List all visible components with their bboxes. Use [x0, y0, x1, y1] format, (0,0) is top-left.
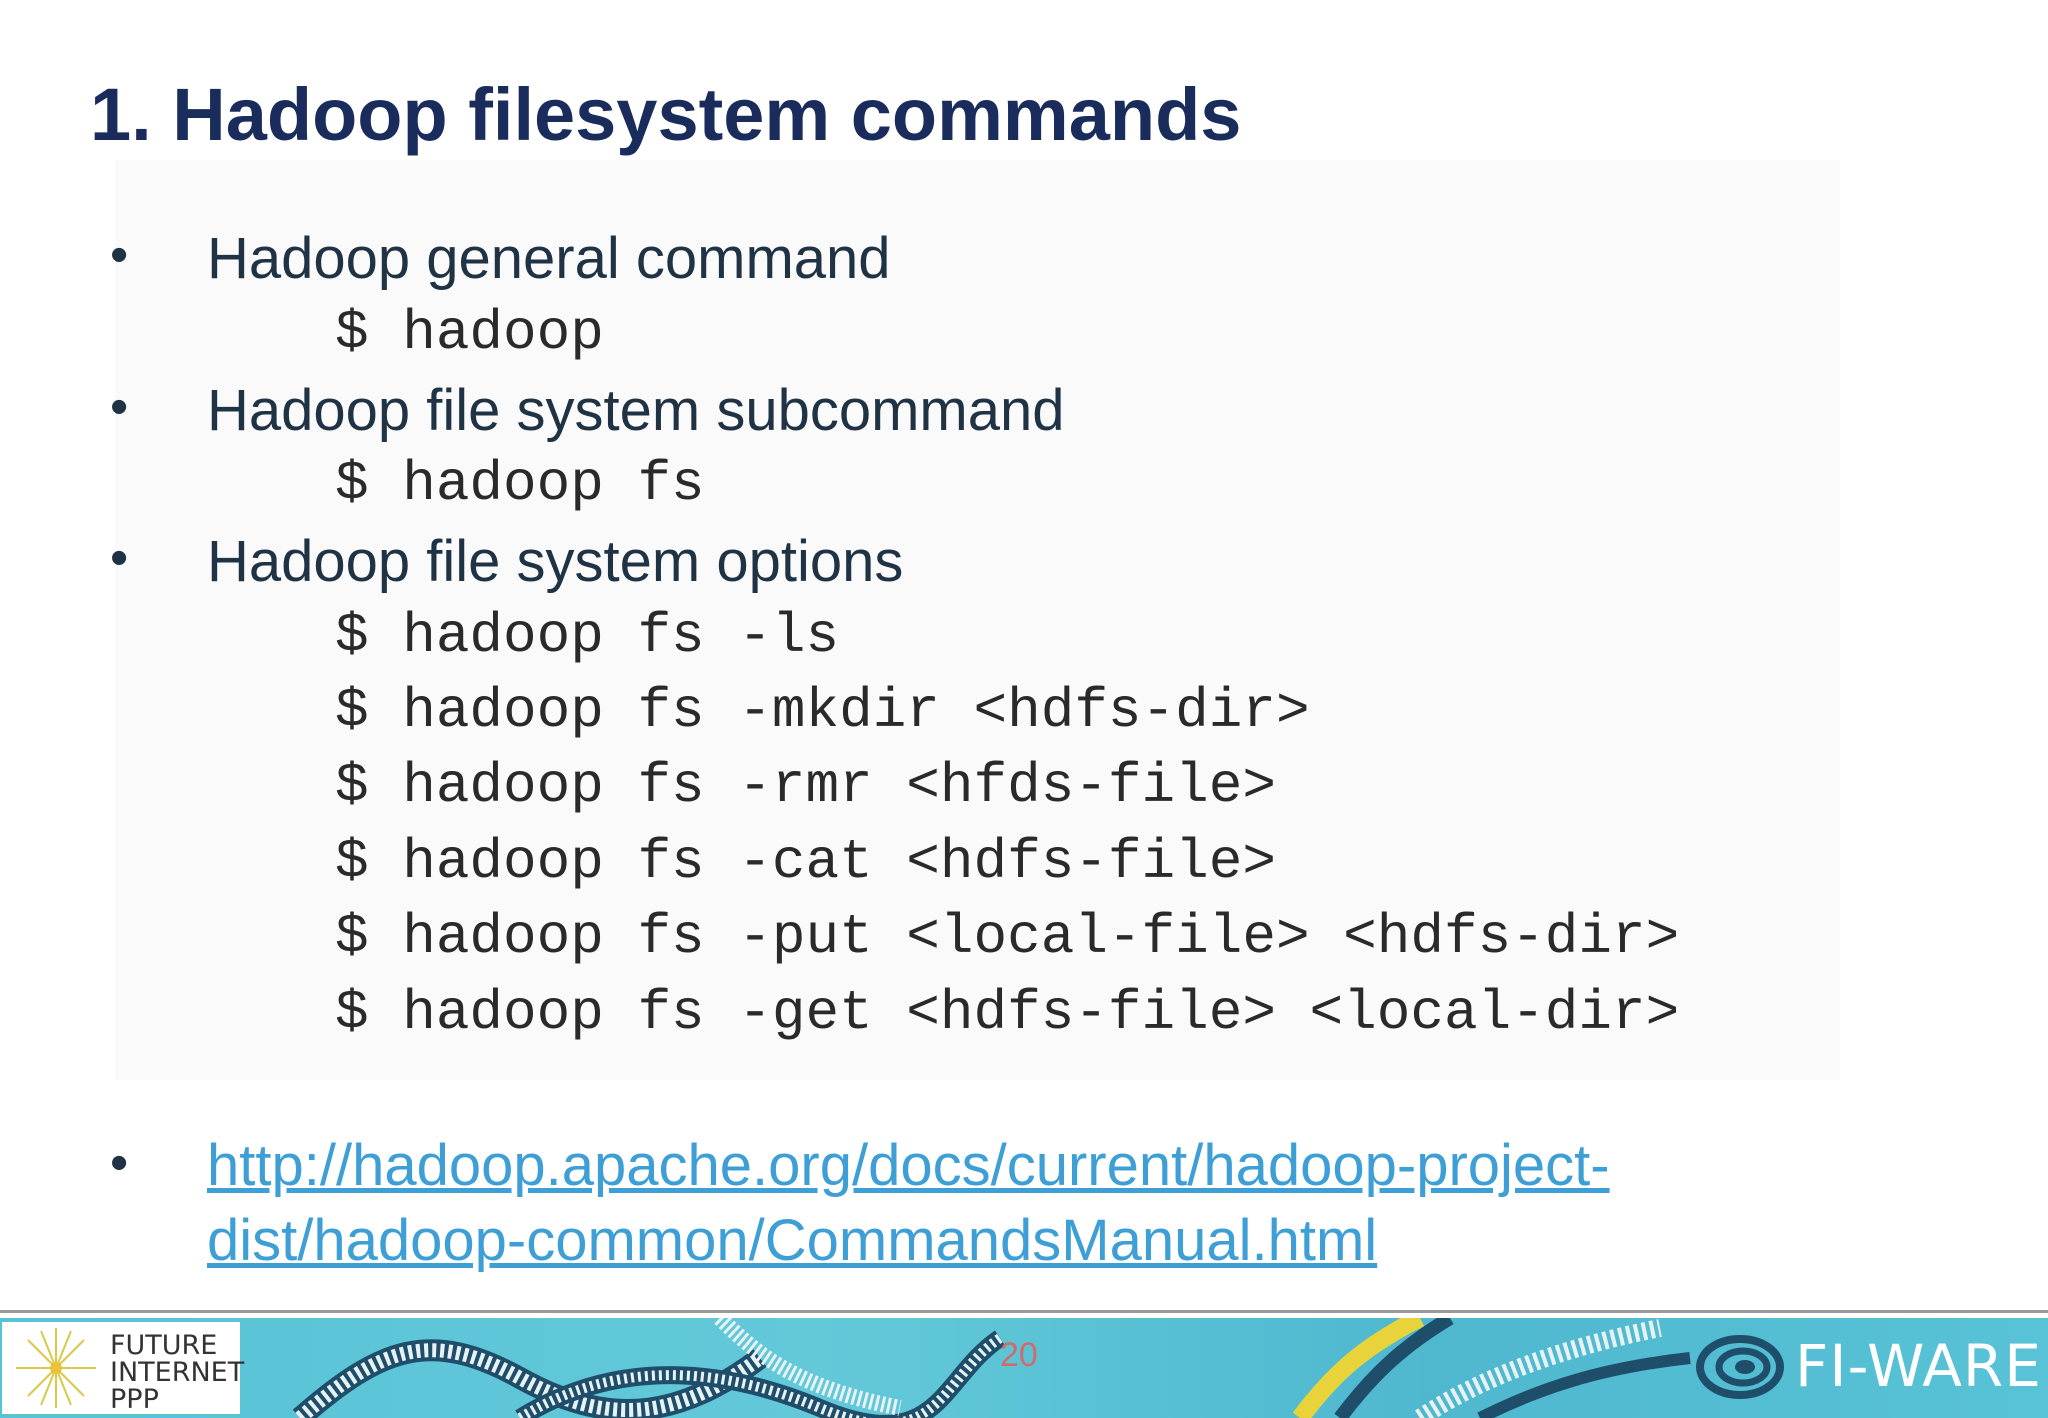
bullet-dot: •: [110, 529, 129, 587]
ribbon-decoration: [292, 1318, 1691, 1418]
fiware-logo: FI-WARE: [1695, 1332, 2041, 1402]
future-internet-ppp-label: FUTURE INTERNET PPP: [110, 1330, 245, 1415]
bullet-dot: •: [110, 226, 129, 284]
ribbon-stroke: [714, 1318, 902, 1416]
fiware-label: FI-WARE: [1795, 1332, 2042, 1400]
command-line: $ hadoop fs -rmr <hfds-file>: [335, 754, 1276, 818]
bullet-dot: •: [110, 1134, 129, 1192]
page-number: 20: [1000, 1336, 1038, 1374]
bullet-label: Hadoop file system subcommand: [207, 378, 1065, 443]
documentation-link-line-1[interactable]: http://hadoop.apache.org/docs/current/ha…: [207, 1133, 1610, 1198]
ribbon-stroke: [1334, 1318, 1454, 1418]
slide-title: 1. Hadoop filesystem commands: [90, 73, 1242, 156]
ribbon-stroke: [1292, 1318, 1425, 1418]
footer-band: FUTURE INTERNET PPP 20 FI-WARE: [0, 1318, 2048, 1418]
bullet-label: Hadoop general command: [207, 226, 891, 291]
command-line: $ hadoop fs -mkdir <hdfs-dir>: [335, 679, 1310, 743]
ribbon-stroke: [1415, 1319, 1662, 1418]
ribbon-stroke: [1477, 1352, 1691, 1418]
documentation-link-line-2[interactable]: dist/hadoop-common/CommandsManual.html: [207, 1208, 1378, 1273]
footer-divider: [0, 1310, 2048, 1313]
ribbon-stroke: [517, 1333, 1003, 1418]
sunburst-icon: [16, 1328, 96, 1408]
bullet-label: Hadoop file system options: [207, 529, 904, 594]
command-line: $ hadoop fs -get <hdfs-file> <local-dir>: [335, 981, 1680, 1045]
bullet-dot: •: [110, 378, 129, 436]
ribbon-stroke: [295, 1343, 765, 1418]
command-line: $ hadoop fs -ls: [335, 604, 840, 668]
content-background: [115, 160, 1840, 1080]
command-line: $ hadoop fs: [335, 452, 705, 516]
command-line: $ hadoop: [335, 301, 604, 365]
fiware-swirl-icon: [1696, 1335, 1784, 1399]
command-line: $ hadoop fs -cat <hdfs-file>: [335, 830, 1276, 894]
command-line: $ hadoop fs -put <local-file> <hdfs-dir>: [335, 905, 1680, 969]
future-internet-ppp-logo: FUTURE INTERNET PPP: [2, 1322, 244, 1414]
